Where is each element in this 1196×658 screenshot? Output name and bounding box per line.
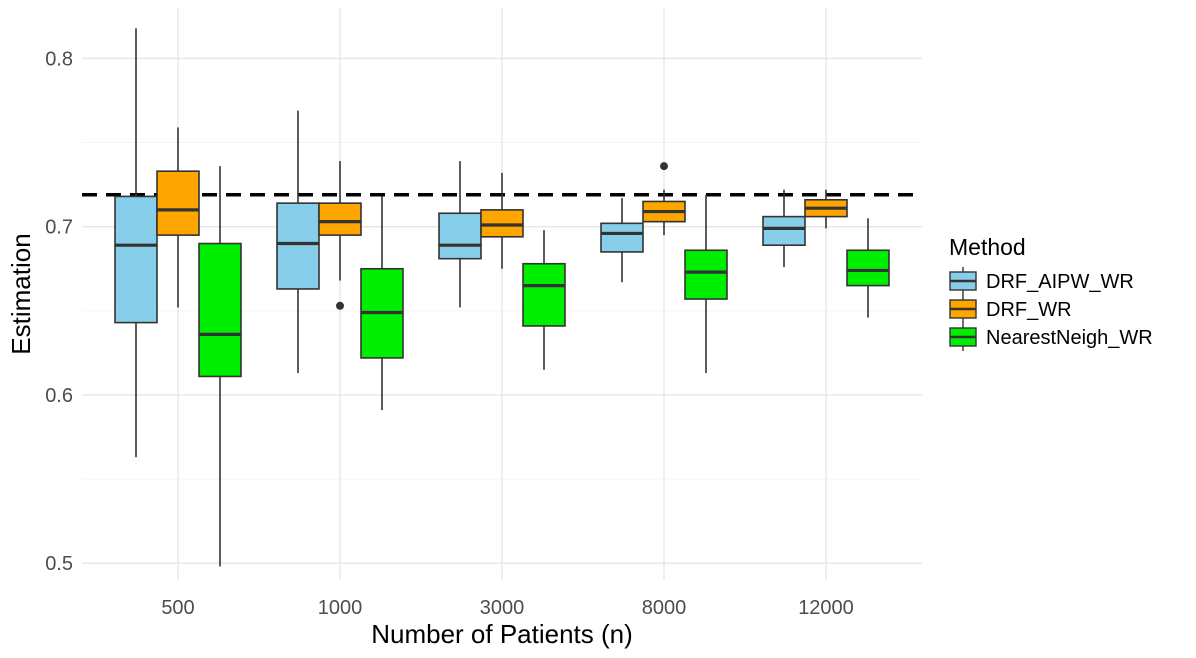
outlier-point — [660, 162, 668, 171]
box-body — [762, 215, 806, 247]
box-DRF_WR-500 — [156, 127, 200, 308]
legend-title: Method — [949, 234, 1026, 260]
box-DRF_WR-3000 — [480, 172, 524, 269]
legend-key-DRF_AIPW_WR — [949, 267, 977, 295]
x-tick-label: 8000 — [642, 597, 687, 619]
x-axis-title: Number of Patients (n) — [371, 619, 633, 649]
box-DRF_AIPW_WR-1000 — [276, 110, 320, 374]
box-DRF_WR-12000 — [804, 189, 848, 229]
legend-key-NearestNeigh_WR — [949, 323, 977, 351]
y-tick-label: 0.6 — [45, 385, 73, 407]
box-body — [522, 262, 566, 327]
box-body — [600, 222, 644, 253]
box-body — [438, 212, 482, 260]
legend-label: DRF_AIPW_WR — [986, 271, 1134, 293]
box-DRF_AIPW_WR-12000 — [762, 189, 806, 268]
box-body — [114, 195, 158, 324]
box-NearestNeigh_WR-500 — [198, 166, 242, 567]
y-axis-ticks: 0.5 0.6 0.7 0.8 — [45, 48, 73, 575]
box-DRF_AIPW_WR-8000 — [600, 198, 644, 283]
box-body — [156, 170, 200, 236]
box-body — [276, 202, 320, 290]
box-NearestNeigh_WR-3000 — [522, 230, 566, 370]
box-DRF_AIPW_WR-500 — [114, 28, 158, 458]
box-body — [684, 249, 728, 300]
legend-key-DRF_WR — [949, 295, 977, 323]
legend: Method DRF_AIPW_WR DRF_WR NearestNeigh_WR — [949, 234, 1153, 351]
y-tick-label: 0.5 — [45, 553, 73, 575]
x-tick-label: 500 — [161, 597, 194, 619]
x-tick-label: 12000 — [798, 597, 854, 619]
y-tick-label: 0.8 — [45, 48, 73, 70]
box-DRF_AIPW_WR-3000 — [438, 161, 482, 308]
box-body — [318, 202, 362, 236]
legend-label: NearestNeigh_WR — [986, 327, 1153, 349]
box-DRF_WR-8000 — [642, 162, 686, 236]
outlier-point — [336, 301, 344, 310]
y-tick-label: 0.7 — [45, 217, 73, 239]
box-NearestNeigh_WR-1000 — [360, 196, 404, 411]
box-body — [846, 249, 890, 287]
box-DRF_WR-1000 — [318, 161, 362, 310]
box-body — [480, 209, 524, 238]
y-axis-title: Estimation — [6, 233, 36, 354]
box-NearestNeigh_WR-8000 — [684, 194, 728, 374]
box-body — [198, 242, 242, 378]
boxes — [114, 28, 890, 567]
box-NearestNeigh_WR-12000 — [846, 218, 890, 318]
x-tick-label: 1000 — [318, 597, 363, 619]
legend-label: DRF_WR — [986, 299, 1072, 321]
x-tick-label: 3000 — [480, 597, 525, 619]
x-axis-ticks: 500 1000 3000 8000 12000 — [161, 597, 854, 619]
